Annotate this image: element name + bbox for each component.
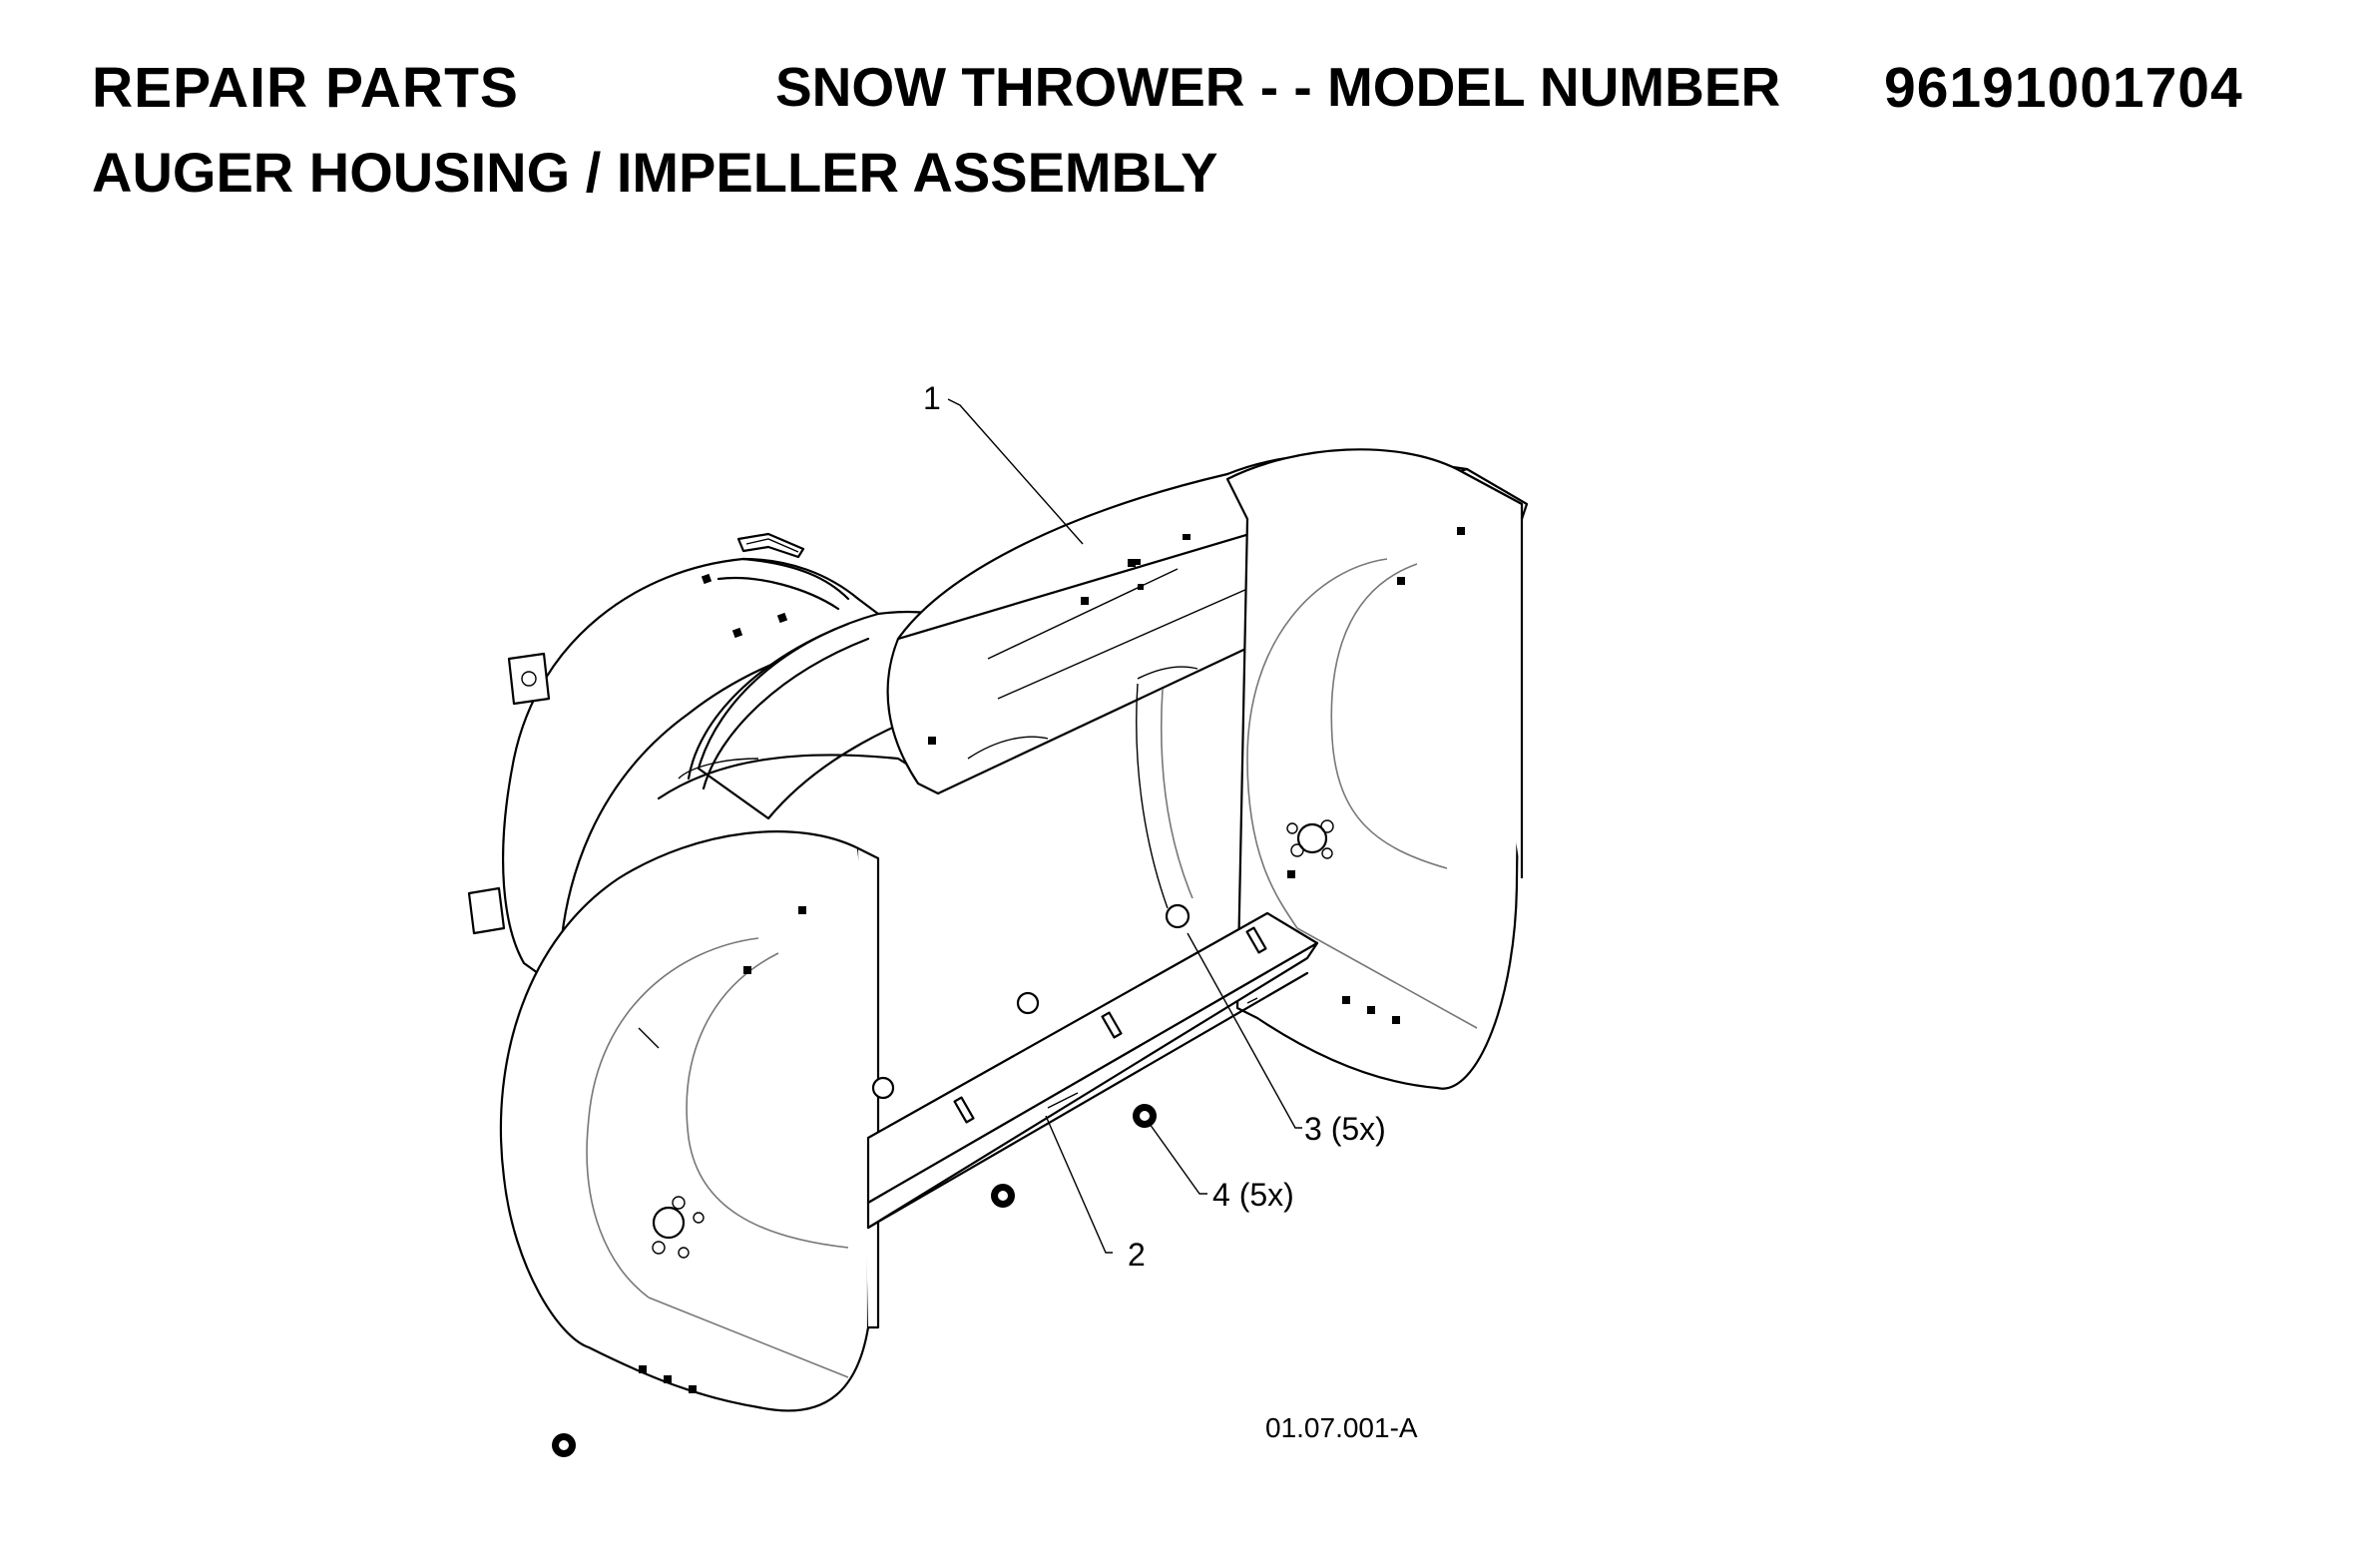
- product-title: SNOW THROWER - - MODEL NUMBER: [775, 56, 1781, 118]
- model-number: 96191001704: [1884, 56, 2243, 120]
- callout-3: 3 (5x): [1304, 1111, 1386, 1147]
- shave-plate: [866, 903, 1319, 1230]
- leader-line-4: [1149, 1123, 1207, 1195]
- nut: [1133, 1104, 1157, 1128]
- leader-line-1: [947, 398, 1084, 545]
- drawing-reference-code: 01.07.001-A: [1265, 1412, 1418, 1443]
- callout-1: 1: [923, 380, 941, 416]
- callout-2: 2: [1128, 1237, 1146, 1273]
- callout-4: 4 (5x): [1212, 1177, 1294, 1213]
- impeller-housing: [467, 532, 900, 990]
- leader-line-3: [1187, 932, 1302, 1129]
- nut: [552, 1433, 576, 1457]
- section-title: REPAIR PARTS: [92, 56, 519, 120]
- left-side-plate: [499, 830, 880, 1412]
- right-side-plate: [1136, 448, 1524, 1090]
- assembly-subtitle: AUGER HOUSING / IMPELLER ASSEMBLY: [92, 141, 1218, 204]
- leader-line-2: [1045, 1115, 1113, 1254]
- nut: [991, 1184, 1015, 1208]
